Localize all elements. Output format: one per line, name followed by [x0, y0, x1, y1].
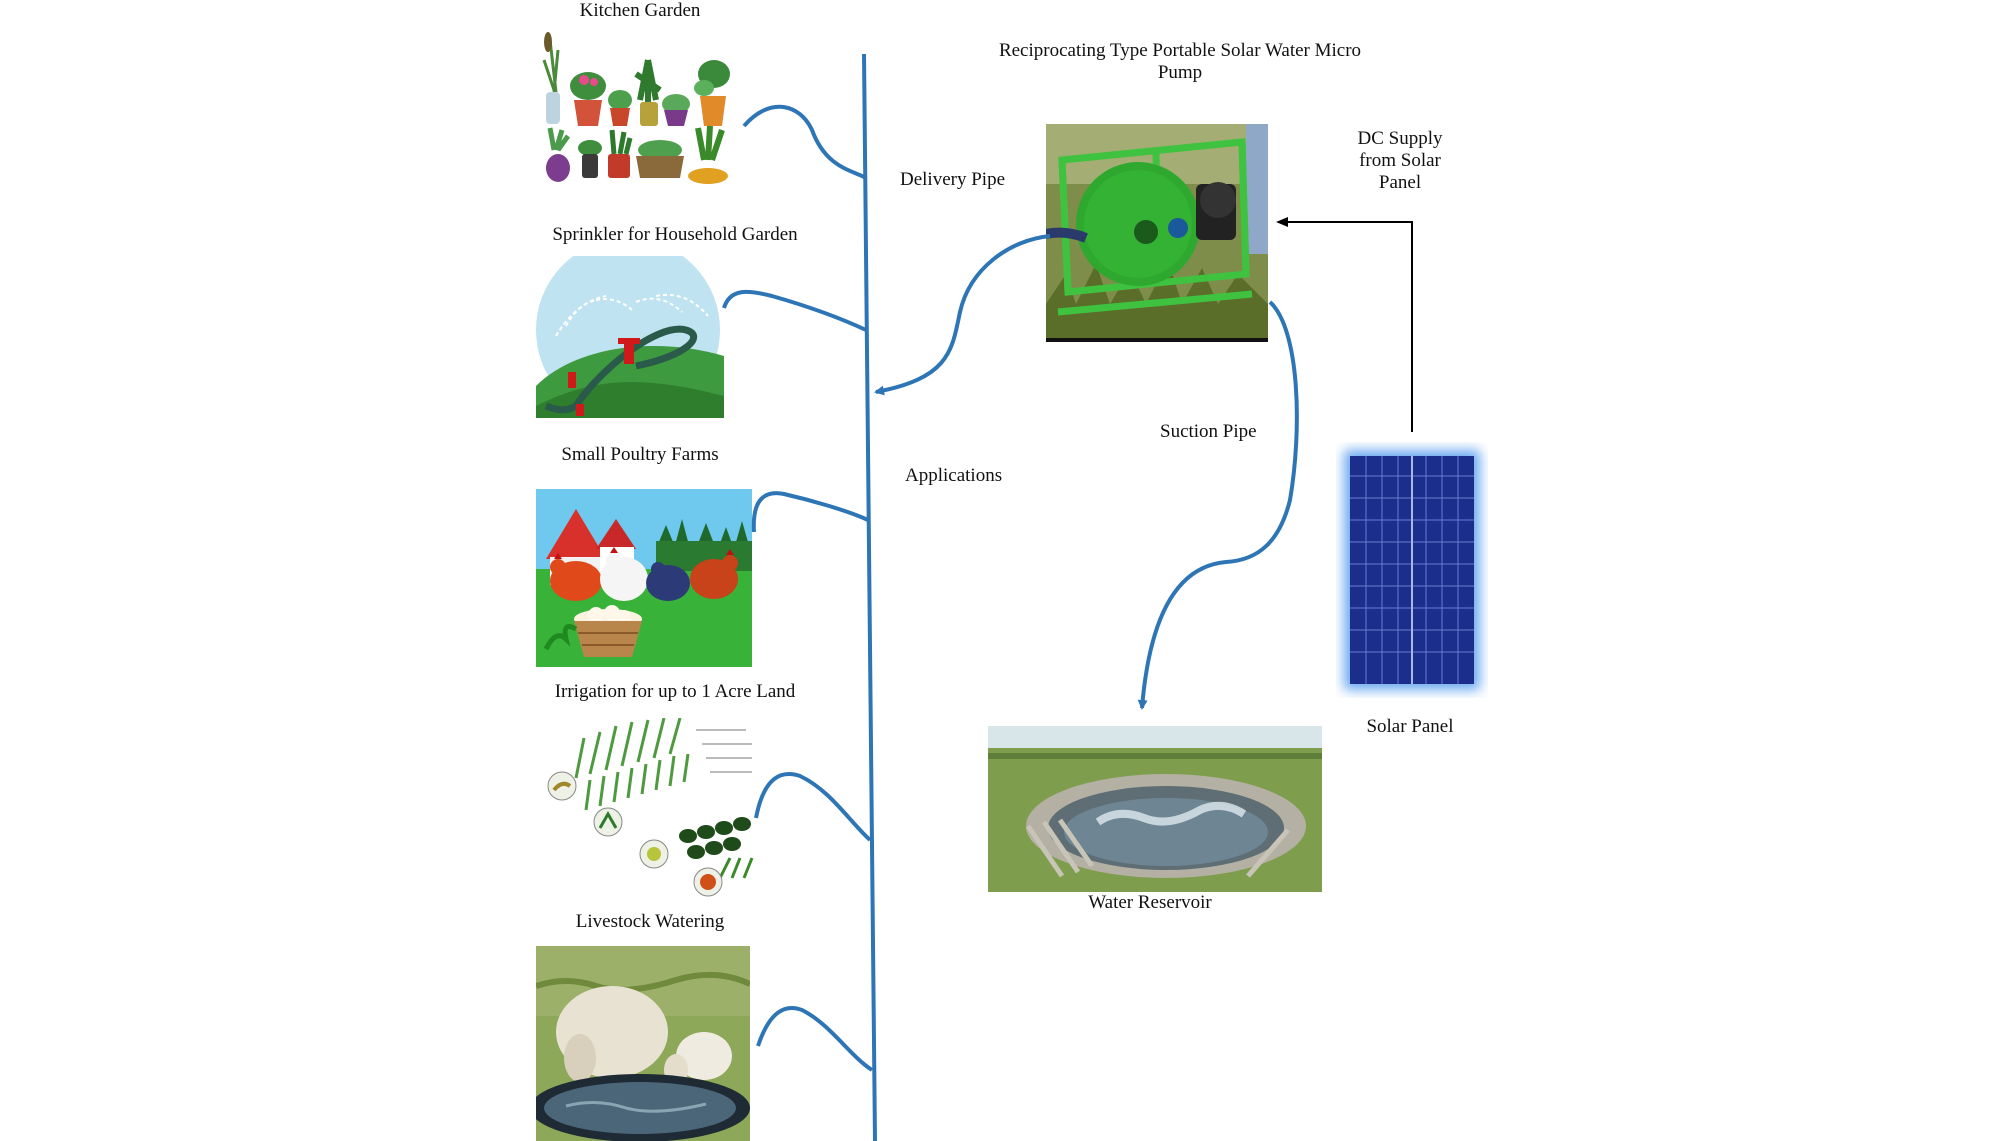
title-line-1: Reciprocating Type Portable Solar Water … [998, 40, 1362, 61]
branch-pipe-sprinkler [722, 289, 867, 332]
delivery-pipe-line [874, 234, 1051, 396]
branch-pipe-irrigation [754, 772, 872, 842]
branch-pipe-kitchen-garden [742, 104, 867, 180]
livestock-watering-image [536, 946, 750, 1141]
solar-panel-label: Solar Panel [1366, 716, 1454, 737]
irrigation-label: Irrigation for up to 1 Acre Land [554, 681, 796, 702]
water-reservoir-label: Water Reservoir [1088, 892, 1212, 913]
solar-panel-image [1344, 450, 1480, 690]
dc-supply-line-3: Panel [1378, 172, 1422, 193]
poultry-farm-image [536, 489, 752, 667]
applications-label: Applications [905, 465, 1003, 486]
dc-supply-line [1276, 217, 1413, 432]
irrigation-image [536, 718, 760, 902]
livestock-watering-label: Livestock Watering [575, 911, 725, 932]
poultry-farms-label: Small Poultry Farms [561, 444, 719, 465]
solar-micro-pump-image [1046, 124, 1268, 342]
kitchen-garden-label: Kitchen Garden [579, 0, 701, 21]
dc-supply-line-1: DC Supply [1357, 128, 1443, 149]
branch-pipe-livestock [756, 1005, 874, 1072]
sprinkler-label: Sprinkler for Household Garden [552, 224, 798, 245]
suction-pipe-label: Suction Pipe [1160, 421, 1257, 442]
suction-pipe-line [1137, 300, 1299, 710]
branch-pipe-poultry [751, 491, 869, 533]
kitchen-garden-image [542, 32, 730, 184]
sprinkler-garden-image [536, 256, 724, 418]
delivery-pipe-label: Delivery Pipe [900, 169, 1006, 190]
title-line-2: Pump [1157, 62, 1203, 83]
application-manifold-line [862, 53, 877, 1141]
water-reservoir-image [988, 726, 1322, 892]
dc-supply-line-2: from Solar [1359, 150, 1441, 171]
